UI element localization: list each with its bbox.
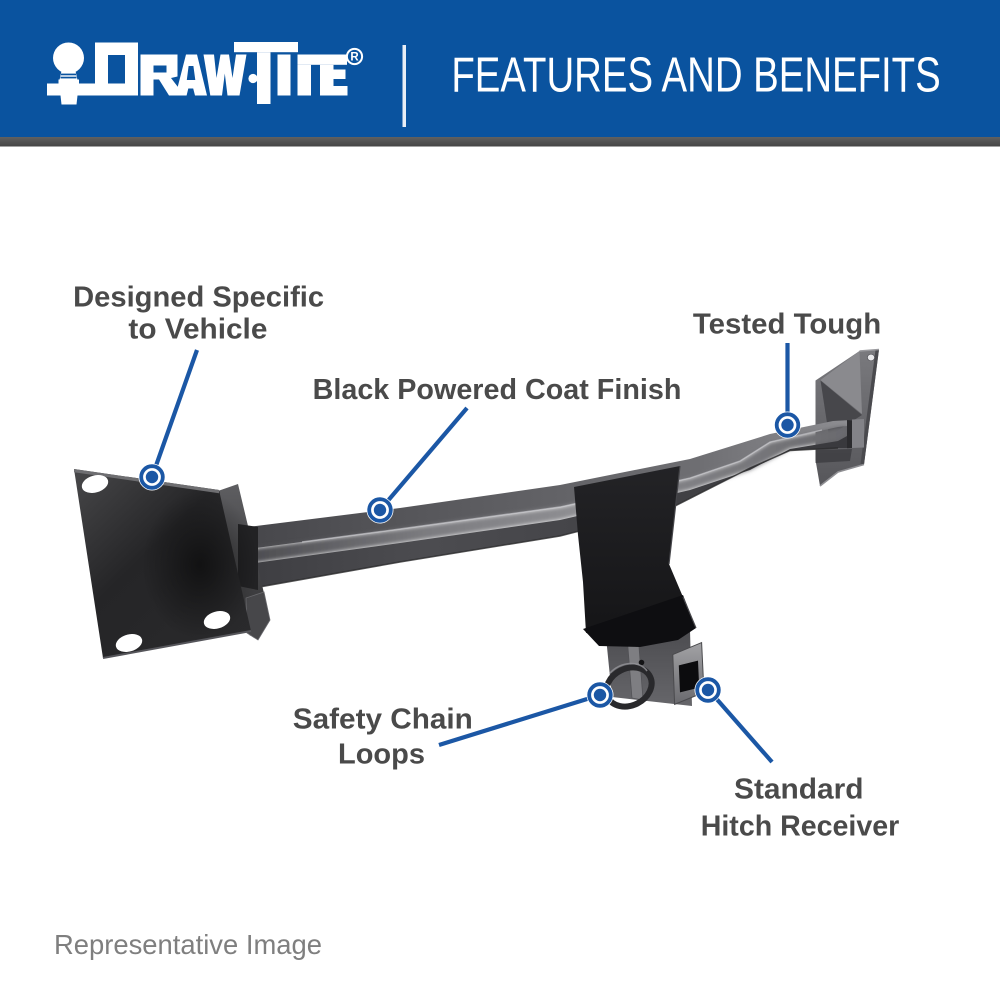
svg-text:Hitch Receiver: Hitch Receiver — [701, 810, 900, 842]
svg-text:Loops: Loops — [338, 739, 425, 771]
svg-text:Designed Specific: Designed Specific — [73, 282, 324, 314]
svg-text:Black Powered Coat Finish: Black Powered Coat Finish — [313, 374, 682, 406]
svg-text:FEATURES AND BENEFITS: FEATURES AND BENEFITS — [451, 48, 940, 103]
svg-text:Standard: Standard — [734, 773, 864, 805]
svg-text:Representative Image: Representative Image — [54, 929, 322, 960]
svg-text:Safety Chain: Safety Chain — [293, 703, 473, 736]
svg-text:Tested Tough: Tested Tough — [693, 309, 881, 341]
svg-text:R: R — [350, 52, 359, 64]
svg-text:to Vehicle: to Vehicle — [128, 313, 267, 346]
